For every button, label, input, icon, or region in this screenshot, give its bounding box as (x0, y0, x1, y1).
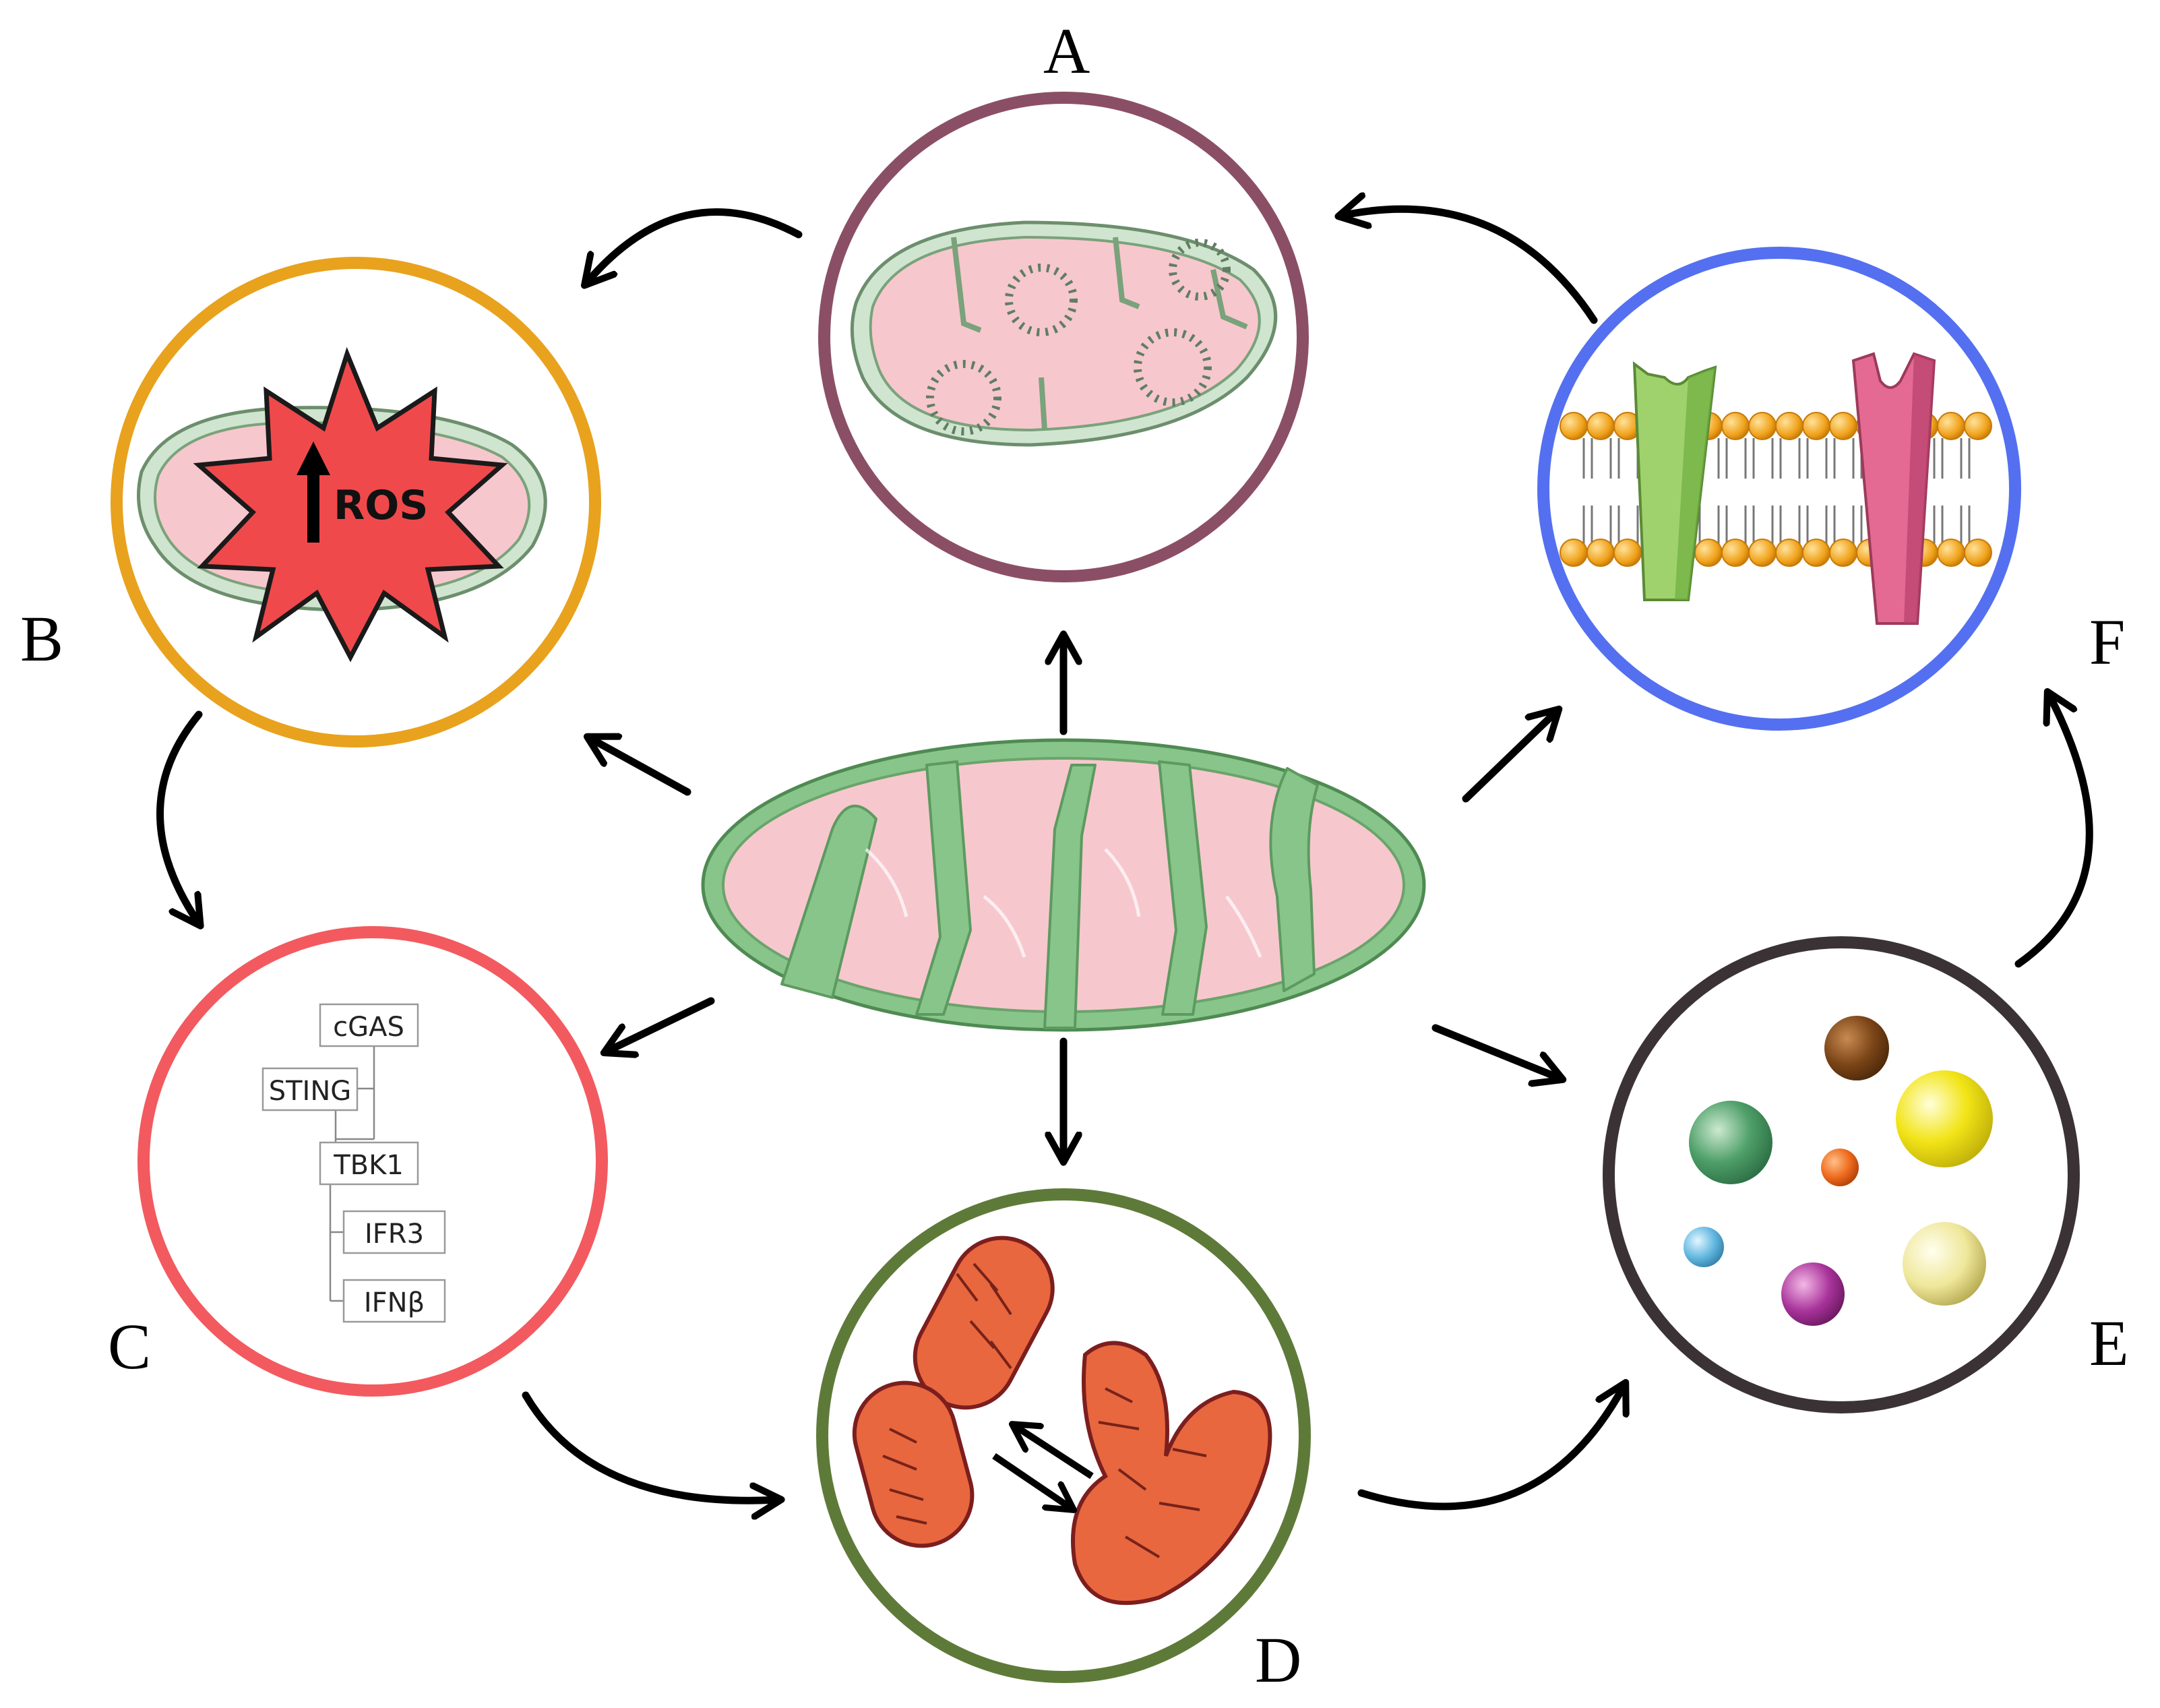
arrow-center-to-c (607, 997, 715, 1051)
panel-f (1537, 247, 2021, 731)
panel-a (818, 92, 1309, 582)
panel-label-f: F (2089, 606, 2126, 678)
arrow-c-to-d (522, 1391, 778, 1500)
panel-a-mitochondrion (850, 220, 1278, 447)
center-mitochondrion (701, 738, 1426, 1032)
svg-text:IFR3: IFR3 (365, 1219, 424, 1250)
arrow-center-to-f (1462, 711, 1557, 803)
up-arrow-icon (297, 441, 330, 543)
panel-b: ROS (111, 257, 601, 748)
pathway-node-ifnb: IFNβ (342, 1279, 446, 1323)
ros-label: ROS (334, 482, 428, 529)
panel-label-b: B (20, 603, 64, 675)
arrows (156, 208, 2093, 1511)
svg-text:TBK1: TBK1 (333, 1150, 404, 1181)
arrow-a-to-b (586, 208, 803, 283)
panel-d (816, 1188, 1311, 1683)
cgas-sting-pathway: cGAS STING TBK1 IFR3 IFNβ (261, 1003, 446, 1323)
arrow-d-to-e (1357, 1385, 1624, 1511)
arrow-b-to-c (156, 710, 199, 923)
metabolite-spheres (1684, 1016, 1993, 1326)
ros-burst-icon (193, 346, 508, 663)
arrow-center-to-b (590, 738, 691, 796)
pathway-node-sting: STING (261, 1067, 359, 1111)
fission-fusion-arrows (992, 1426, 1094, 1508)
arrow-e-to-f (2014, 694, 2093, 968)
panel-label-a: A (1043, 15, 1090, 87)
panel-c: cGAS STING TBK1 IFR3 IFNβ (137, 926, 608, 1397)
svg-text:STING: STING (269, 1076, 352, 1107)
panel-label-e: E (2089, 1307, 2129, 1379)
pink-channel-protein (1851, 352, 1936, 625)
arrow-center-to-e (1431, 1024, 1560, 1078)
fission-fusion-mitochondria (852, 1236, 1272, 1606)
arrow-f-to-a (1341, 209, 1598, 324)
svg-text:IFNβ: IFNβ (364, 1287, 425, 1318)
panel-label-c: C (108, 1310, 152, 1382)
pathway-node-ifr3: IFR3 (342, 1210, 446, 1254)
green-channel-protein (1632, 361, 1717, 601)
panel-f-circle (1537, 247, 2021, 731)
svg-text:cGAS: cGAS (333, 1012, 404, 1043)
panel-label-d: D (1255, 1624, 1302, 1696)
pathway-node-tbk1: TBK1 (319, 1141, 419, 1186)
pathway-node-cgas: cGAS (319, 1003, 419, 1047)
panel-e (1603, 936, 2080, 1413)
